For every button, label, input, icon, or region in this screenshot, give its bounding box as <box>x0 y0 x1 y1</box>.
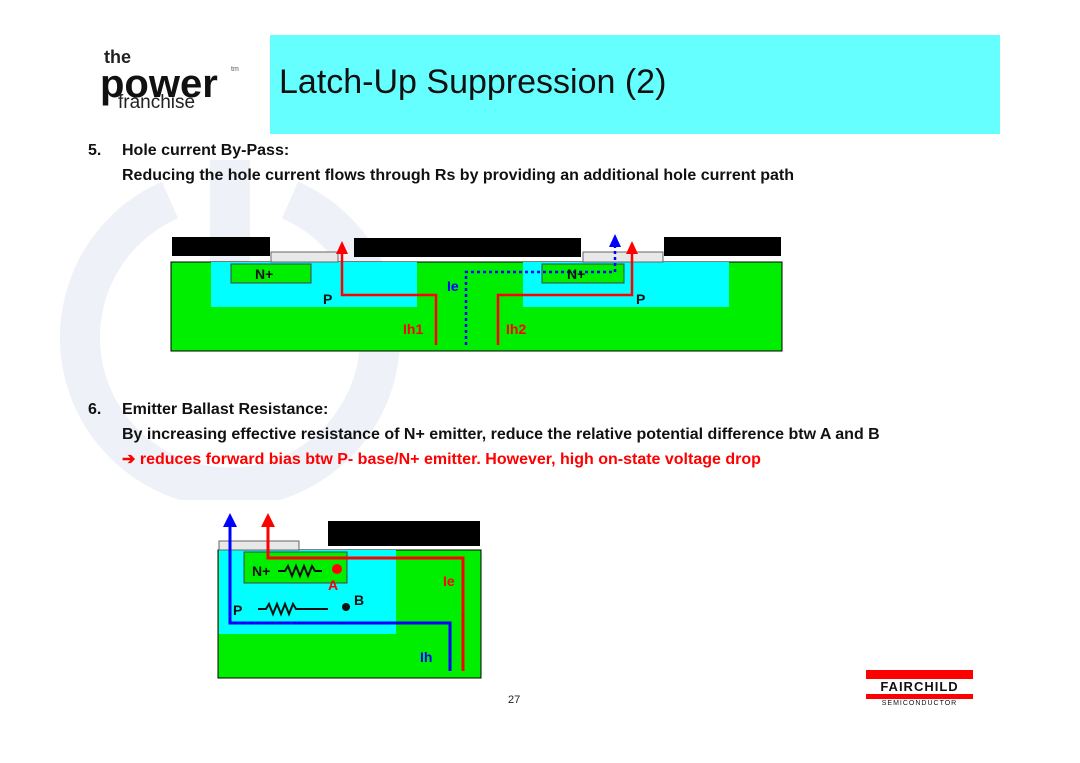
hole-arrow-head-3 <box>261 513 275 527</box>
label-ie: Ie <box>447 278 459 294</box>
label-ih2: Ih2 <box>506 321 526 337</box>
section6-number: 6. <box>88 401 102 418</box>
electron-arrow-head-2 <box>223 513 237 527</box>
page-number: 27 <box>508 694 521 706</box>
logo-power: power <box>100 62 218 106</box>
contact-2 <box>218 540 300 551</box>
contact-right <box>582 251 664 263</box>
fairchild-sub: SEMICONDUCTOR <box>881 700 958 707</box>
electron-arrow-head <box>609 234 621 247</box>
contact-left <box>270 251 339 263</box>
fairchild-bar-bottom <box>866 694 973 699</box>
label-p-left: P <box>323 291 332 307</box>
title-bar <box>270 35 1000 134</box>
section5-number: 5. <box>88 142 102 159</box>
section6-arrow-note: ➔ reduces forward bias btw P- base/N+ em… <box>122 451 761 468</box>
base-resistor-icon <box>258 601 328 617</box>
label-p-2: P <box>233 602 242 618</box>
logo-franchise: franchise <box>118 92 196 113</box>
emitter-resistor-icon <box>278 563 322 579</box>
logo-tm: tm <box>231 66 239 73</box>
point-b-dot <box>342 603 350 611</box>
label-n-right: N+ <box>567 266 585 282</box>
label-n-left: N+ <box>255 266 273 282</box>
section6-description: By increasing effective resistance of N+… <box>122 426 880 443</box>
hole-current-path-2 <box>496 252 634 345</box>
label-p-right: P <box>636 291 645 307</box>
label-ih1: Ih1 <box>403 321 423 337</box>
section5-description: Reducing the hole current flows through … <box>122 167 795 184</box>
hole-arrow-head-1 <box>336 241 348 254</box>
gate-center <box>354 238 581 257</box>
gate-left <box>172 237 270 256</box>
fairchild-name: FAIRCHILD <box>880 679 959 694</box>
label-ih: Ih <box>420 649 432 665</box>
gate-right <box>664 237 781 256</box>
n-emitter-right <box>541 263 625 284</box>
electron-current-path-2 <box>228 525 452 671</box>
label-a: A <box>328 577 338 593</box>
hole-arrow-head-2 <box>626 241 638 254</box>
section6-heading: Emitter Ballast Resistance: <box>122 401 329 418</box>
hole-current-path-3 <box>266 525 465 671</box>
fairchild-bar-top <box>866 670 973 679</box>
label-ie-2: Ie <box>443 573 455 589</box>
hole-current-path-1 <box>340 252 438 345</box>
logo-the: the <box>104 47 131 67</box>
section5-heading: Hole current By-Pass: <box>122 142 290 159</box>
label-n-2: N+ <box>252 563 270 579</box>
gate-2 <box>328 521 480 546</box>
page-title: Latch-Up Suppression (2) <box>279 63 667 101</box>
n-emitter-left <box>230 263 312 284</box>
label-b: B <box>354 592 364 608</box>
electron-current-path <box>464 245 617 345</box>
point-a-dot <box>332 564 342 574</box>
